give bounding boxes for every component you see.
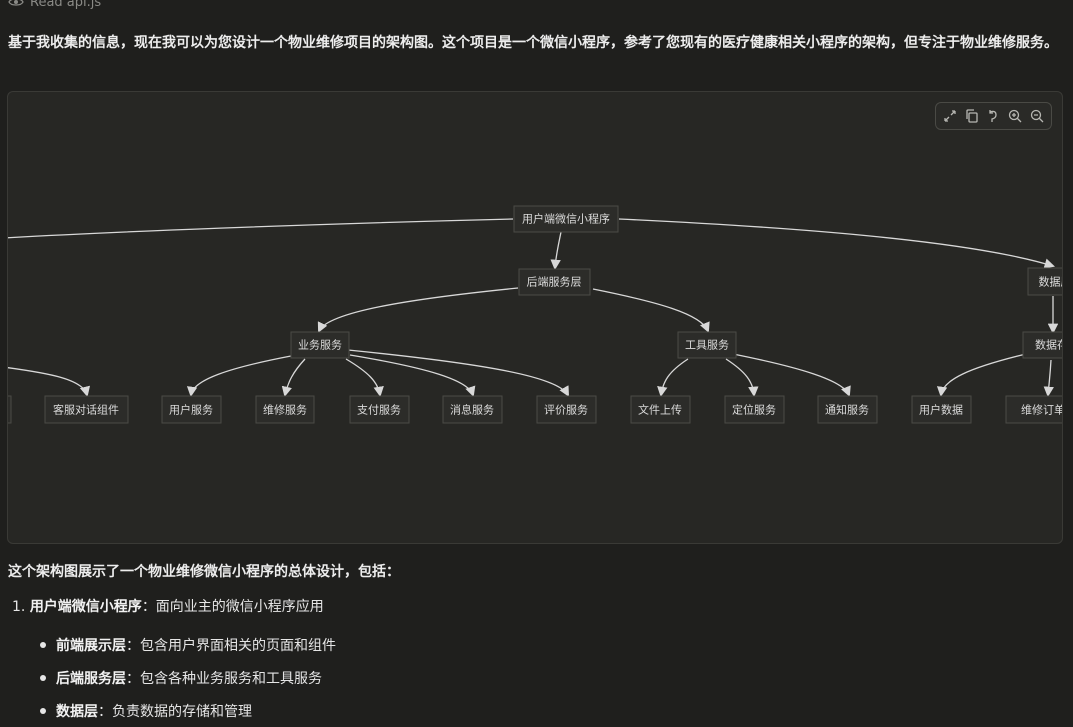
zoom-out-icon[interactable]	[1029, 108, 1045, 124]
bullet-desc: ：包含用户界面相关的页面和组件	[126, 637, 336, 654]
node-user-data[interactable]: 用户数据	[911, 395, 972, 424]
intro-paragraph: 基于我收集的信息，现在我可以为您设计一个物业维修项目的架构图。这个项目是一个微信…	[8, 35, 1058, 51]
node-location-service[interactable]: 定位服务	[724, 395, 785, 424]
node-user-data-label: 用户数据	[919, 403, 963, 417]
node-chat[interactable]: 客服对话组件	[44, 395, 129, 424]
node-backend[interactable]: 后端服务层	[518, 268, 591, 296]
node-tools[interactable]: 工具服务	[677, 331, 737, 359]
node-review-service-label: 评价服务	[544, 404, 588, 417]
edge-backend-tools	[592, 288, 710, 333]
node-data-layer[interactable]: 数据层	[1027, 267, 1063, 296]
edge-tools-notify	[732, 353, 851, 397]
node-repair-orders-label: 维修订单数据	[1021, 403, 1062, 417]
node-msg-service-label: 消息服务	[450, 403, 494, 417]
edge-business-pay	[345, 358, 384, 398]
edge-root-backend	[550, 231, 562, 271]
node-data-layer-label: 数据层	[1039, 275, 1063, 289]
node-user-service[interactable]: 用户服务	[161, 395, 222, 424]
node-root-label: 用户端微信小程序	[522, 212, 610, 226]
node-notify-service[interactable]: 通知服务	[817, 395, 878, 424]
node-left-partial[interactable]	[8, 395, 12, 424]
node-repair-orders[interactable]: 维修订单数据	[1005, 395, 1062, 424]
expand-icon[interactable]	[942, 108, 958, 124]
bullet-title: 前端展示层	[56, 637, 126, 654]
zoom-in-icon[interactable]	[1007, 108, 1023, 124]
node-msg-service[interactable]: 消息服务	[442, 395, 503, 424]
edge-root-data	[618, 218, 1055, 269]
node-repair-service[interactable]: 维修服务	[255, 395, 315, 424]
edge-tools-file	[657, 358, 689, 398]
node-user-service-label: 用户服务	[169, 403, 213, 417]
bullet-item: 前端展示层：包含用户界面相关的页面和组件	[40, 628, 336, 661]
bullet-item: 后端服务层：包含各种业务服务和工具服务	[40, 661, 336, 694]
read-file-label: Read api.js	[30, 0, 102, 10]
diagram-toolbar	[935, 102, 1052, 130]
bullet-desc: ：负责数据的存储和管理	[98, 703, 252, 720]
bullet-dot	[40, 707, 46, 714]
bullet-title: 后端服务层	[56, 670, 126, 687]
edge-business-msg	[349, 354, 476, 397]
node-business-label: 业务服务	[298, 339, 342, 352]
edge-left-chat	[8, 367, 91, 398]
edge-business-review	[347, 349, 570, 397]
bullet-desc: ：包含各种业务服务和工具服务	[126, 670, 322, 687]
list-item-1-number: 1.	[12, 599, 26, 615]
node-business[interactable]: 业务服务	[290, 331, 350, 359]
node-pay-service-label: 支付服务	[357, 404, 401, 417]
list-item-1-title: 用户端微信小程序	[29, 599, 142, 615]
node-review-service[interactable]: 评价服务	[536, 395, 597, 424]
node-root[interactable]: 用户端微信小程序	[513, 205, 619, 233]
edge-business-user	[186, 355, 292, 398]
edge-tools-location	[725, 358, 759, 398]
bullet-title: 数据层	[56, 703, 98, 720]
node-file-upload[interactable]: 文件上传	[630, 395, 691, 424]
node-backend-label: 后端服务层	[527, 276, 582, 289]
node-notify-service-label: 通知服务	[825, 403, 869, 417]
sub-bullet-list: 前端展示层：包含用户界面相关的页面和组件 后端服务层：包含各种业务服务和工具服务…	[40, 628, 336, 727]
node-tools-label: 工具服务	[685, 339, 729, 352]
reset-icon[interactable]	[985, 108, 1001, 124]
diagram-graph: 用户端微信小程序 后端服务层 数据层 业务服务 工具服务 数据存储 客服对话组件	[8, 205, 1063, 424]
read-file-status: Read api.js	[8, 0, 101, 12]
bullet-item: 数据层：负责数据的存储和管理	[40, 694, 336, 727]
node-data-storage[interactable]: 数据存储	[1022, 331, 1062, 359]
bullet-dot	[40, 674, 46, 681]
copy-icon[interactable]	[964, 108, 980, 124]
node-repair-service-label: 维修服务	[263, 403, 307, 417]
architecture-diagram[interactable]: 用户端微信小程序 后端服务层 数据层 业务服务 工具服务 数据存储 客服对话组件	[7, 91, 1063, 544]
node-file-upload-label: 文件上传	[638, 403, 682, 417]
edge-business-repair	[281, 358, 306, 398]
node-pay-service[interactable]: 支付服务	[349, 395, 410, 424]
node-location-service-label: 定位服务	[732, 403, 776, 417]
summary-intro: 这个架构图展示了一个物业维修微信小程序的总体设计，包括：	[8, 564, 400, 580]
edge-backend-business	[317, 287, 519, 333]
bullet-dot	[40, 641, 46, 648]
edge-storage-user	[936, 353, 1027, 398]
list-item-1-desc: ：面向业主的微信小程序应用	[141, 599, 324, 615]
list-item-1: 1. 用户端微信小程序：面向业主的微信小程序应用	[12, 596, 324, 616]
edge-root-left	[8, 218, 514, 239]
edge-storage-orders	[1043, 359, 1054, 398]
node-data-storage-label: 数据存储	[1035, 338, 1062, 352]
node-chat-label: 客服对话组件	[53, 403, 119, 417]
eye-icon	[8, 0, 24, 6]
